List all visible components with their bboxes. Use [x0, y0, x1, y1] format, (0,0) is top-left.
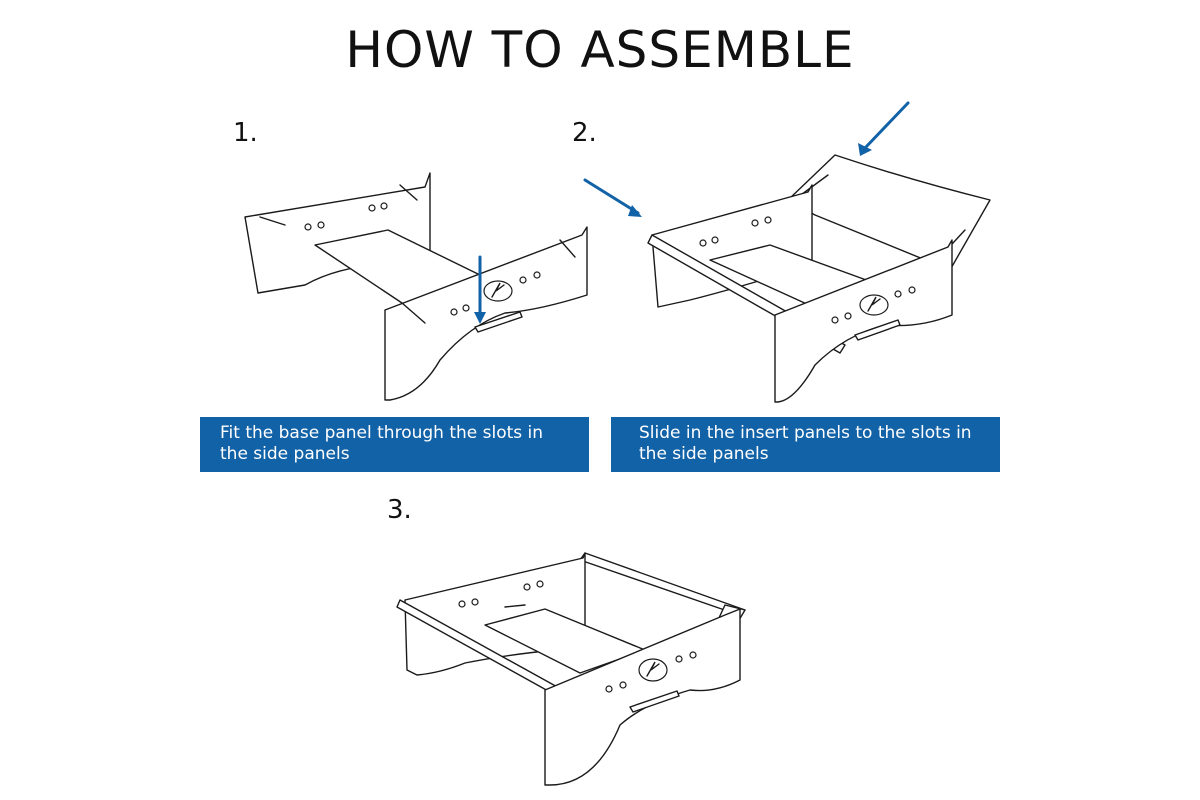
step-1-caption: Fit the base panel through the slots in …: [200, 417, 589, 472]
step-2-caption: Slide in the insert panels to the slots …: [611, 417, 1000, 472]
down-arrow-icon: [474, 255, 486, 324]
page-title: HOW TO ASSEMBLE: [345, 21, 855, 79]
step-2-diagram: [583, 101, 991, 403]
insert-arrow-icon: [583, 101, 910, 217]
step-1-caption-text: Fit the base panel through the slots in …: [220, 423, 544, 464]
step-2-caption-text: Slide in the insert panels to the slots …: [639, 423, 972, 464]
front-side-panel: [774, 239, 953, 403]
back-insert-panel: [787, 154, 991, 271]
step-3-diagram: [396, 552, 746, 786]
step-2-number: 2.: [572, 118, 597, 148]
step-3-number: 3.: [387, 495, 412, 525]
step-1-number: 1.: [233, 118, 258, 148]
step-1-diagram: [244, 172, 588, 401]
